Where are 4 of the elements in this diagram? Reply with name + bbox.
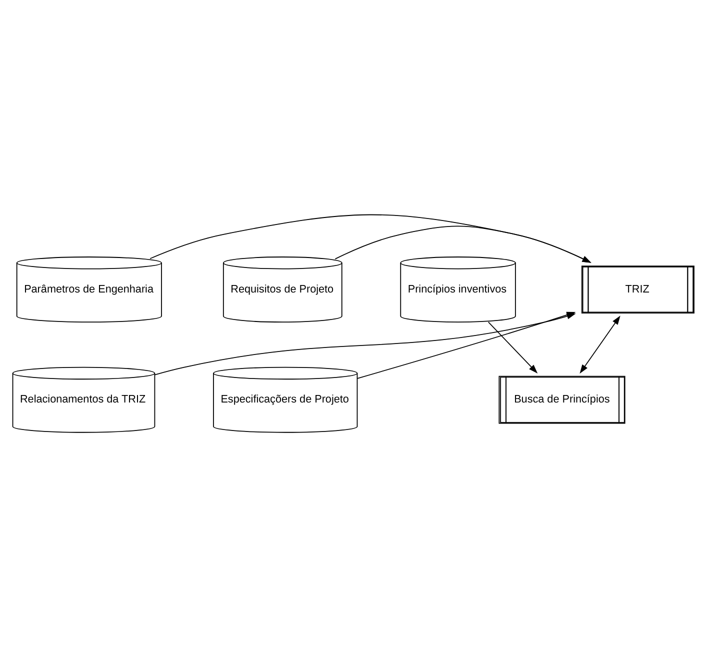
arrow — [334, 226, 592, 263]
arrow — [488, 322, 538, 374]
arrow — [150, 214, 592, 263]
arrow — [580, 316, 620, 374]
